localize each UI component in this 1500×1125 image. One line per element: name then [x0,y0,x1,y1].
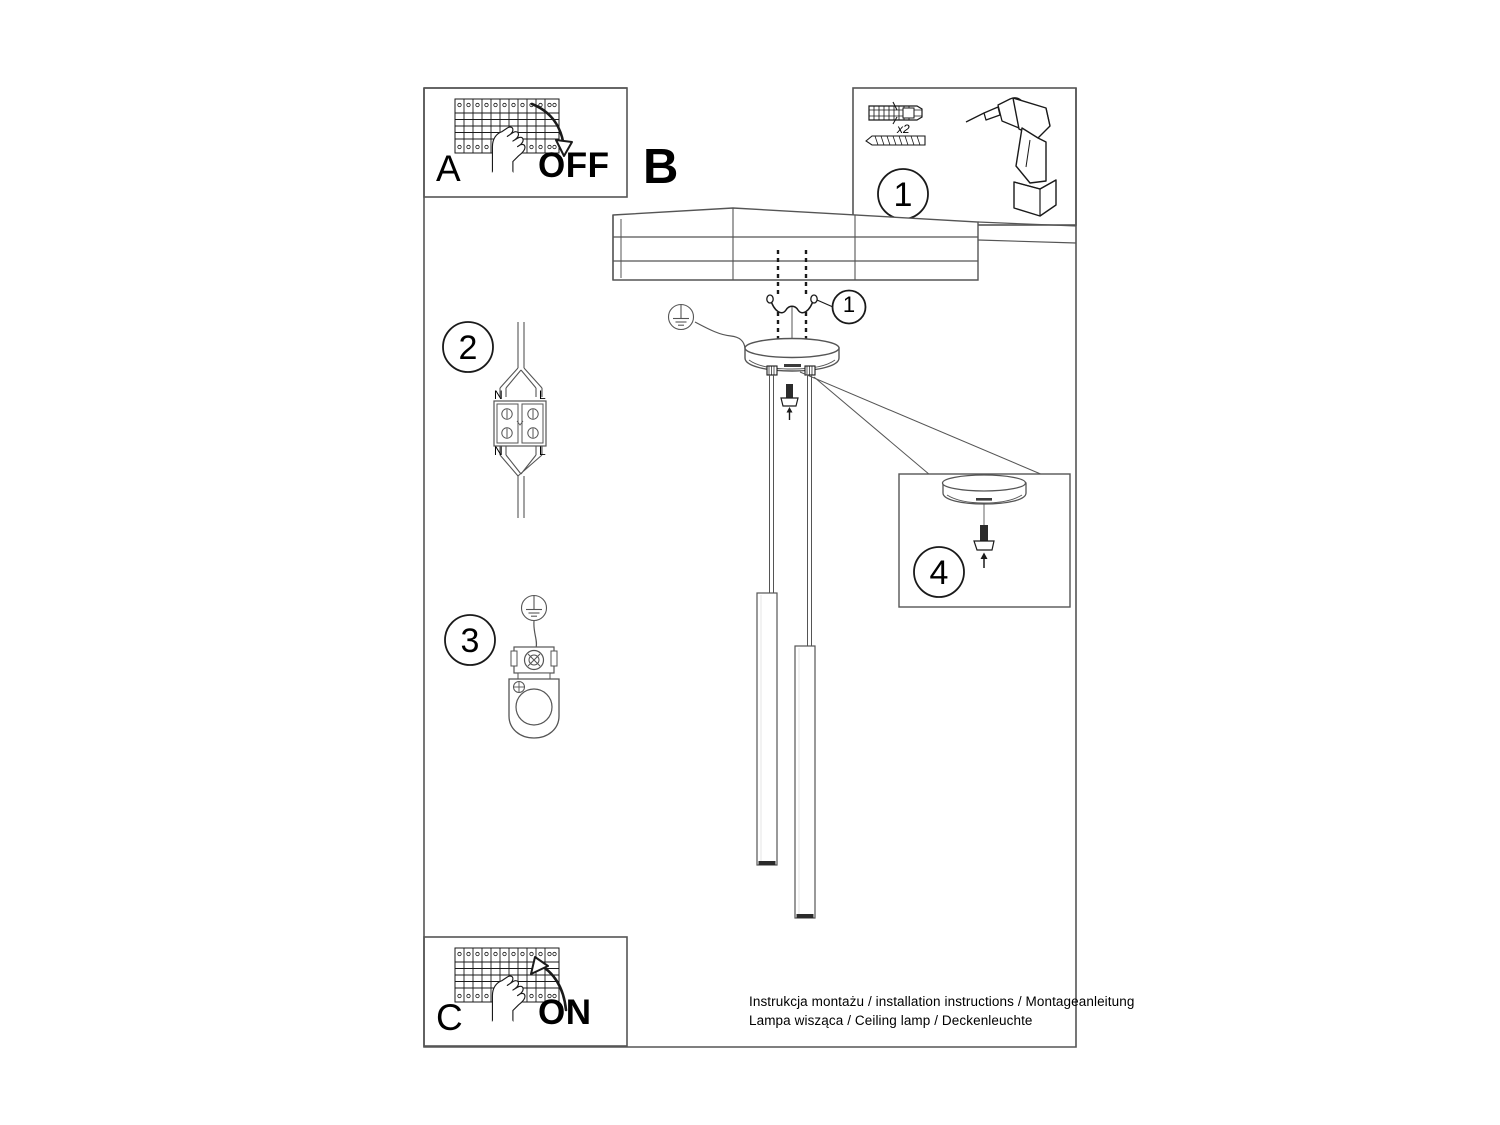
pendant-assembly [756,371,1044,919]
terminal-bottom-right-label: L [539,444,546,458]
pendant-tube-right [794,645,816,919]
wall-plug-quantity-label: x2 [897,122,910,136]
arrow-up-icon [980,552,988,568]
ceiling-canopy [744,337,840,376]
ceiling-canopy-icon [941,474,1027,505]
terminal-bottom-left-label: N [494,444,503,458]
ceiling-slab [612,207,1077,281]
panel-c [423,936,628,1047]
mounting-bracket-assembly [766,250,867,342]
pendant-tube-push-up-icon [973,525,995,568]
screw-icon [865,135,926,146]
step-3-number: 3 [460,622,480,660]
pendant-tube-left [756,592,778,866]
step-4-badge [913,546,965,598]
step-3-group [444,594,560,739]
step-2-number: 2 [458,329,478,367]
panel-step-4 [898,473,1071,608]
panel-a-action-label: OFF [538,146,610,185]
callout-1-number: 1 [842,292,856,317]
terminal-block-icon [493,400,547,447]
cable-icon [499,446,543,518]
pendant-tube-push-up-icon [780,384,799,420]
footer-line-1: Instrukcja montażu / installation instru… [749,994,1135,1009]
rod-collar [766,365,816,376]
panel-c-letter: C [436,997,463,1038]
arrow-down-curved-icon [530,102,573,157]
panel-a-letter: A [436,148,461,189]
step-1-number: 1 [893,176,913,214]
callout-1-badge [831,289,867,325]
terminal-top-right-label: L [539,388,546,402]
arrow-up-curved-icon [530,956,568,1012]
earth-ground-symbol-icon [667,303,746,349]
terminal-top-left-label: N [494,388,503,402]
mounting-bracket-icon [508,646,560,739]
step-3-badge [444,614,496,666]
panel-c-action-label: ON [538,993,592,1032]
hand-pointing-icon [491,975,526,1023]
step-2-badge [442,321,494,373]
panel-a [423,87,628,198]
arrow-up-icon [786,407,793,420]
hand-pointing-icon [491,126,526,174]
footer-line-2: Lampa wisząca / Ceiling lamp / Deckenleu… [749,1013,1033,1028]
step-2-group [442,321,547,518]
earth-ground-symbol-icon [520,594,548,622]
power-drill-icon [965,97,1057,217]
wall-plug-anchor-icon [868,101,923,125]
panel-b-letter: B [643,140,679,194]
step-4-number: 4 [929,554,949,592]
cable-icon [499,322,543,397]
